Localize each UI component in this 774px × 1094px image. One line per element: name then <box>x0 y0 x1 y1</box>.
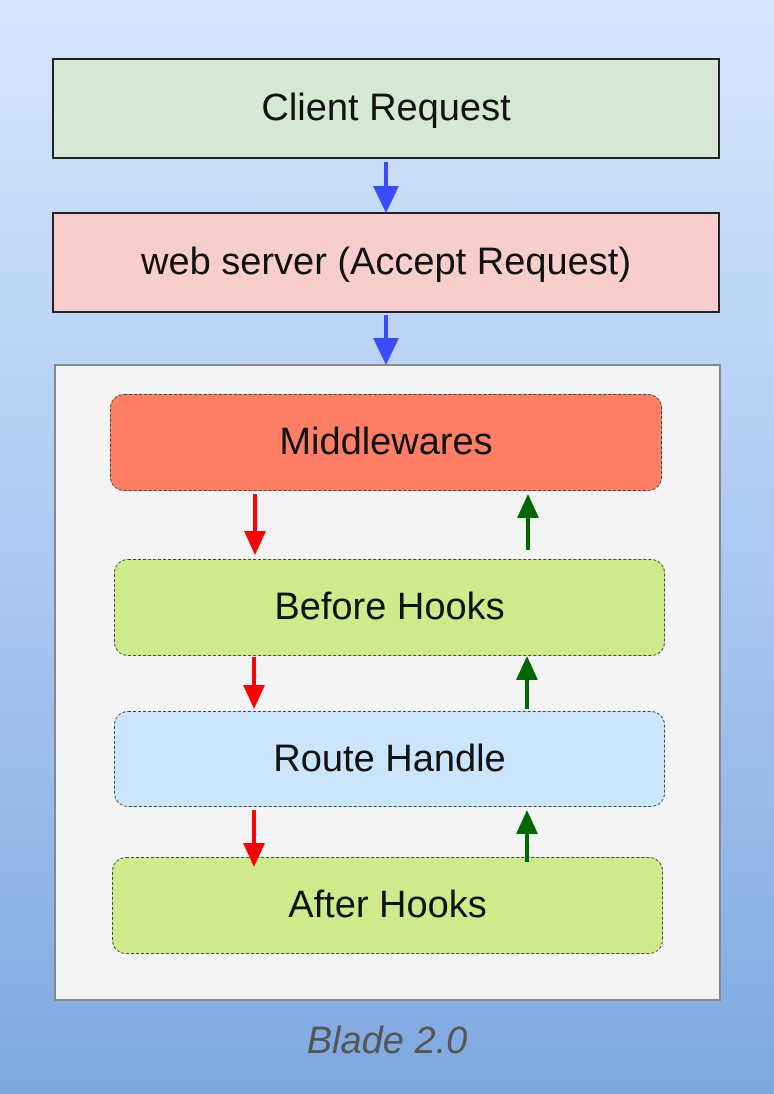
arrow-middlewares-to-before-hooks <box>244 494 266 555</box>
arrow-route-handle-to-before-hooks <box>516 656 538 709</box>
after-hooks-node: After Hooks <box>112 857 663 954</box>
middlewares-node: Middlewares <box>110 394 662 491</box>
client-request-label: Client Request <box>261 87 511 129</box>
before-hooks-label: Before Hooks <box>274 586 505 628</box>
arrow-server-to-pipeline <box>373 315 399 365</box>
before-hooks-node: Before Hooks <box>114 559 665 656</box>
web-server-label: web server (Accept Request) <box>141 241 631 283</box>
arrow-before-hooks-to-middlewares <box>517 494 539 550</box>
after-hooks-label: After Hooks <box>288 884 487 926</box>
arrow-before-hooks-to-route-handle <box>243 657 265 709</box>
route-handle-node: Route Handle <box>114 711 665 807</box>
arrow-client-to-server <box>373 162 399 213</box>
route-handle-label: Route Handle <box>273 737 506 780</box>
web-server-node: web server (Accept Request) <box>52 212 720 313</box>
arrow-after-hooks-to-route-handle <box>516 810 538 862</box>
client-request-node: Client Request <box>52 58 720 159</box>
diagram-caption: Blade 2.0 <box>306 1020 468 1062</box>
arrow-route-handle-to-after-hooks <box>243 810 265 867</box>
middlewares-label: Middlewares <box>279 421 493 463</box>
